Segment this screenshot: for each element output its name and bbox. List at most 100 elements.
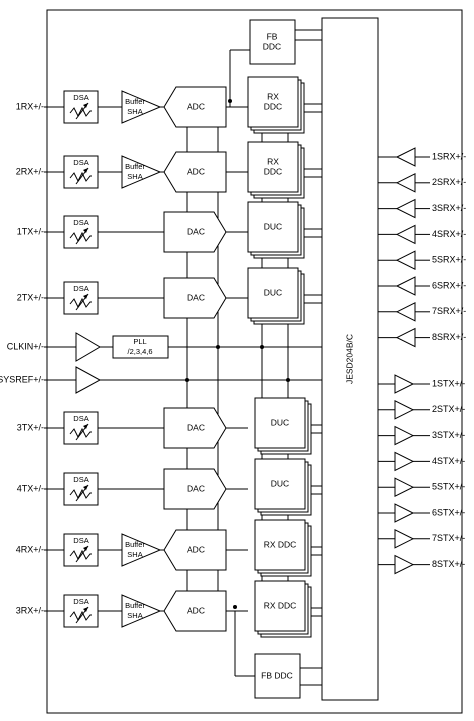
sysref-label: SYSREF+/- (0, 374, 44, 384)
dsa-3tx-resistor (69, 427, 92, 439)
stx-port-4-text: 4STX+/- (432, 456, 465, 466)
stx-buffer (394, 528, 415, 549)
dsa-2rx-label: DSA (73, 158, 88, 167)
stx-port-5-text: 5STX+/- (432, 482, 465, 492)
converter-label-3tx: DAC (187, 422, 205, 432)
ddc-block-4rx (254, 519, 306, 571)
dsa-1rx-label-text: DSA (73, 93, 88, 102)
dsa-3tx-label-text: DSA (73, 414, 88, 423)
ddc-block-1tx (247, 201, 299, 253)
stx-buffer (394, 425, 415, 446)
fb-ddc-top-label-text: DDC (263, 41, 281, 51)
stx-port-6: 6STX+/- (432, 507, 465, 517)
dsa-arrowhead (83, 485, 88, 490)
junction-dot (185, 378, 189, 382)
dsa-arrowhead (83, 424, 88, 429)
stx-port-8: 8STX+/- (432, 559, 465, 569)
dsa-arrowhead (83, 607, 88, 612)
ddc-block-1rx (247, 76, 299, 128)
port-label-4tx: 4TX+/- (17, 483, 44, 493)
dsa-2tx-resistor (69, 297, 92, 309)
dsa-3rx-label: DSA (73, 597, 88, 606)
converter-label-4rx: ADC (187, 544, 205, 554)
port-label-4tx-text: 4TX+/- (17, 483, 44, 493)
converter-label-1tx: DAC (187, 226, 205, 236)
ddc-block-2rx (247, 141, 299, 193)
srx-port-2: 2SRX+/- (432, 177, 466, 187)
ddc-label-1tx-text: DUC (264, 221, 282, 231)
dsa-1rx-resistor (69, 106, 92, 118)
jesd-block (321, 17, 379, 701)
converter-label-2rx: ADC (187, 166, 205, 176)
junction-dot (216, 345, 220, 349)
ddc-label-1rx-text: RX (267, 91, 279, 101)
stx-port-7: 7STX+/- (432, 533, 465, 543)
buffer-label-1rx-text: Buffer (125, 97, 145, 106)
dsa-4tx-label: DSA (73, 475, 88, 484)
pll-label: PLL/2,3,4,6 (127, 337, 152, 356)
buffer-sha-1rx (121, 90, 162, 124)
sysref-buffer (75, 366, 102, 394)
fb-ddc-bottom-label: FB DDC (261, 670, 293, 680)
converter-label-1rx-text: ADC (187, 101, 205, 111)
converter-label-4tx-text: DAC (187, 483, 205, 493)
dsa-4rx (63, 533, 99, 567)
dsa-1tx (63, 215, 99, 249)
srx-port-8-text: 8SRX+/- (432, 332, 466, 342)
stx-buffer (394, 374, 415, 394)
converter-label-2tx-text: DAC (187, 292, 205, 302)
converter-label-3tx-text: DAC (187, 422, 205, 432)
dsa-4tx-label-text: DSA (73, 475, 88, 484)
srx-port-4: 4SRX+/- (432, 229, 466, 239)
converter-4tx (163, 468, 227, 510)
port-label-1tx-text: 1TX+/- (17, 226, 44, 236)
converter-1tx (163, 211, 227, 253)
fb-ddc-top-label-text: FB (267, 31, 278, 41)
stx-port-2: 2STX+/- (432, 404, 465, 414)
port-label-3tx: 3TX+/- (17, 422, 44, 432)
fb-ddc-top (249, 19, 296, 65)
ddc-label-2tx: DUC (264, 287, 282, 297)
dsa-4rx-label: DSA (73, 536, 88, 545)
ddc-label-2rx-text: DDC (264, 166, 282, 176)
port-label-4rx-text: 4RX+/- (16, 544, 44, 554)
dsa-arrowhead (83, 168, 88, 173)
jesd-label: JESD204B/C (344, 334, 354, 384)
stx-port-2-text: 2STX+/- (432, 404, 465, 414)
dsa-1tx-label-text: DSA (73, 218, 88, 227)
ddc-label-2rx-text: RX (267, 156, 279, 166)
junction-dot (260, 345, 264, 349)
dsa-2rx-resistor (69, 171, 92, 183)
ddc-label-4rx: RX DDC (264, 539, 297, 549)
buffer-label-4rx-text: Buffer (125, 540, 145, 549)
converter-label-3rx: ADC (187, 605, 205, 615)
buffer-label-4rx-text: SHA (127, 550, 142, 559)
ddc-block-3rx (254, 580, 306, 632)
converter-label-4rx-text: ADC (187, 544, 205, 554)
stx-buffer (394, 503, 415, 523)
dsa-1tx-resistor (69, 231, 92, 243)
srx-port-5-text: 5SRX+/- (432, 255, 466, 265)
srx-port-7: 7SRX+/- (432, 306, 466, 316)
dsa-4tx-resistor (69, 488, 92, 500)
dsa-4rx-resistor (69, 549, 92, 561)
dsa-3tx (63, 411, 99, 445)
dsa-1rx-label: DSA (73, 93, 88, 102)
dsa-1rx (63, 90, 99, 124)
srx-port-1-text: 1SRX+/- (432, 151, 466, 161)
dsa-2rx-label-text: DSA (73, 158, 88, 167)
srx-port-4-text: 4SRX+/- (432, 229, 466, 239)
ddc-block-3tx (254, 397, 306, 449)
junction-dot (228, 99, 232, 103)
port-label-1tx: 1TX+/- (17, 226, 44, 236)
port-label-4rx: 4RX+/- (16, 544, 44, 554)
converter-3tx (163, 407, 227, 449)
srx-port-2-text: 2SRX+/- (432, 177, 466, 187)
port-label-1rx-text: 1RX+/- (16, 101, 44, 111)
buffer-label-3rx-text: Buffer (125, 601, 145, 610)
ddc-label-3tx: DUC (271, 417, 289, 427)
ddc-label-4tx-text: DUC (271, 478, 289, 488)
